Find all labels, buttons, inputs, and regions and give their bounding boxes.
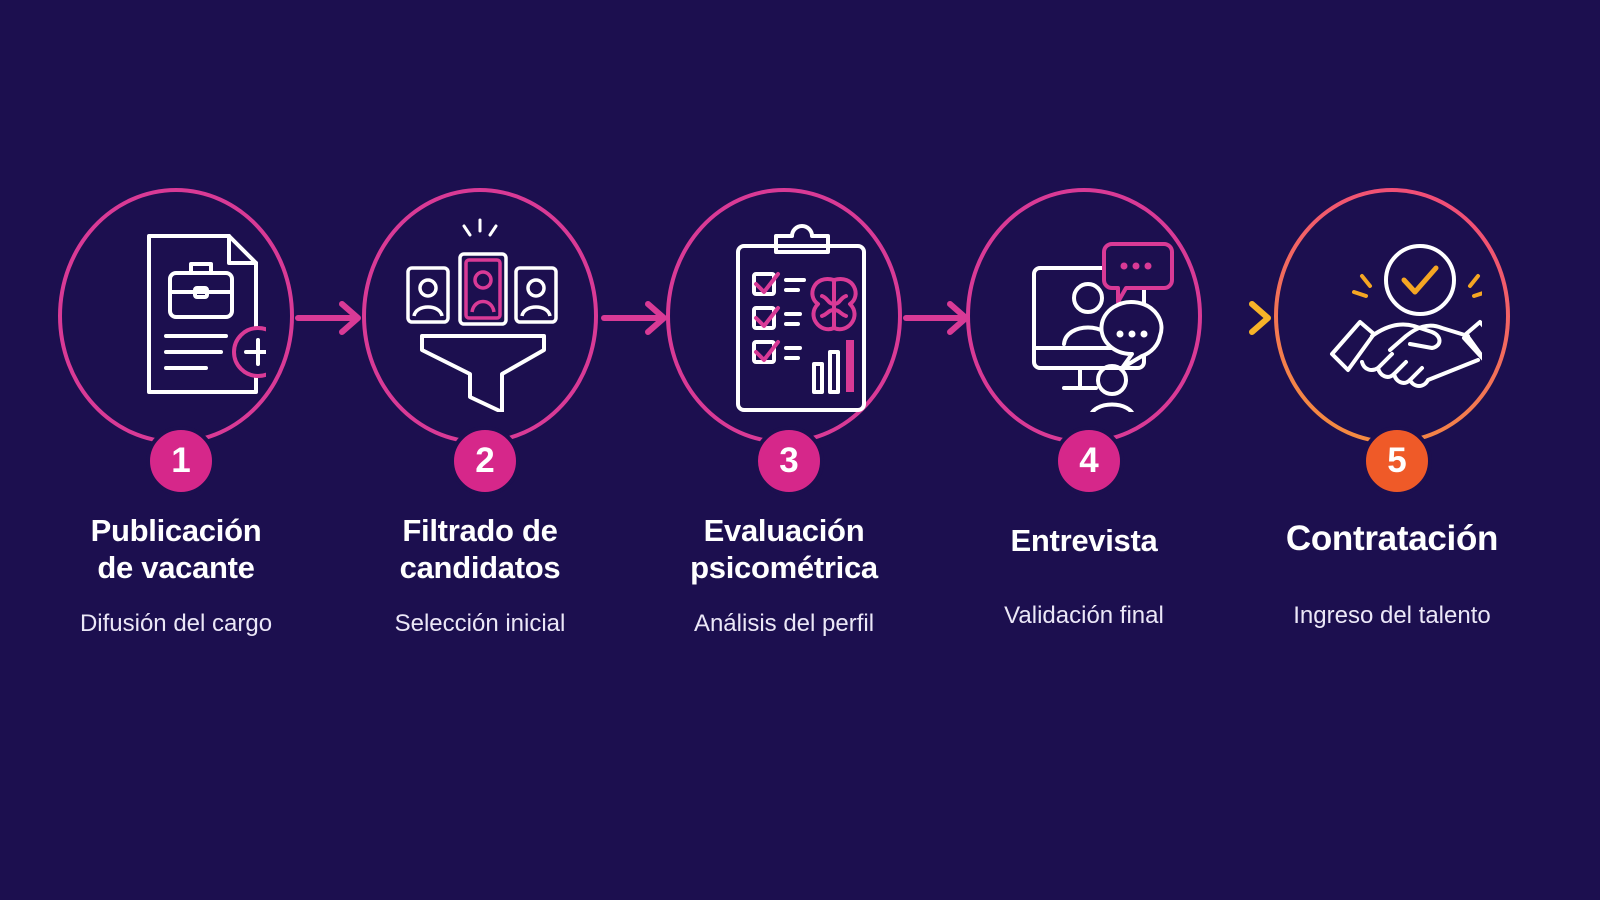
step-1-title-line1: Publicación bbox=[90, 513, 262, 548]
step-5-title-line1: Contratación bbox=[1285, 519, 1499, 558]
step-1: 1 Publicación de vacante Difusión del ca… bbox=[30, 188, 330, 658]
step-3-title-line2: psicométrica bbox=[690, 550, 878, 585]
step-5-title: Contratación bbox=[1246, 520, 1538, 557]
step-1-title: Publicación de vacante bbox=[30, 512, 322, 586]
step-3: 3 Evaluación psicométrica Análisis del p… bbox=[638, 188, 938, 658]
step-4-title: Entrevista bbox=[938, 522, 1230, 559]
step-4-subtitle: Validación final bbox=[1004, 602, 1164, 629]
step-1-number-badge: 1 bbox=[146, 426, 216, 496]
step-4-number-badge: 4 bbox=[1054, 426, 1124, 496]
step-1-title-line2: de vacante bbox=[97, 550, 255, 585]
step-4: 4 Entrevista Validación final bbox=[938, 188, 1238, 658]
video-interview-icon bbox=[1032, 242, 1174, 412]
candidate-funnel-icon bbox=[406, 218, 558, 412]
job-posting-document-icon bbox=[147, 234, 266, 394]
step-2-subtitle: Selección inicial bbox=[394, 610, 566, 637]
arrow-icon bbox=[601, 301, 667, 335]
arrow-icon bbox=[295, 301, 361, 335]
step-2-title-line1: Filtrado de bbox=[402, 513, 558, 548]
step-5: 5 Contratación Ingreso del talento bbox=[1246, 188, 1546, 658]
step-2: 2 Filtrado de candidatos Selección inici… bbox=[334, 188, 634, 658]
step-2-title: Filtrado de candidatos bbox=[334, 512, 626, 586]
step-3-title-line1: Evaluación bbox=[703, 513, 865, 548]
step-2-title-line2: candidatos bbox=[399, 550, 561, 585]
step-2-number-badge: 2 bbox=[450, 426, 520, 496]
step-5-ring bbox=[1274, 188, 1510, 444]
step-3-subtitle: Análisis del perfil bbox=[693, 610, 875, 637]
step-4-title-line1: Entrevista bbox=[1010, 523, 1158, 558]
step-5-subtitle: Ingreso del talento bbox=[1293, 602, 1491, 629]
step-3-number-badge: 3 bbox=[754, 426, 824, 496]
handshake-check-icon bbox=[1330, 244, 1482, 388]
step-1-subtitle: Difusión del cargo bbox=[79, 610, 273, 637]
arrow-icon bbox=[1205, 301, 1271, 335]
clipboard-brain-icon bbox=[736, 224, 866, 412]
step-5-number-badge: 5 bbox=[1362, 426, 1432, 496]
step-3-title: Evaluación psicométrica bbox=[638, 512, 930, 586]
